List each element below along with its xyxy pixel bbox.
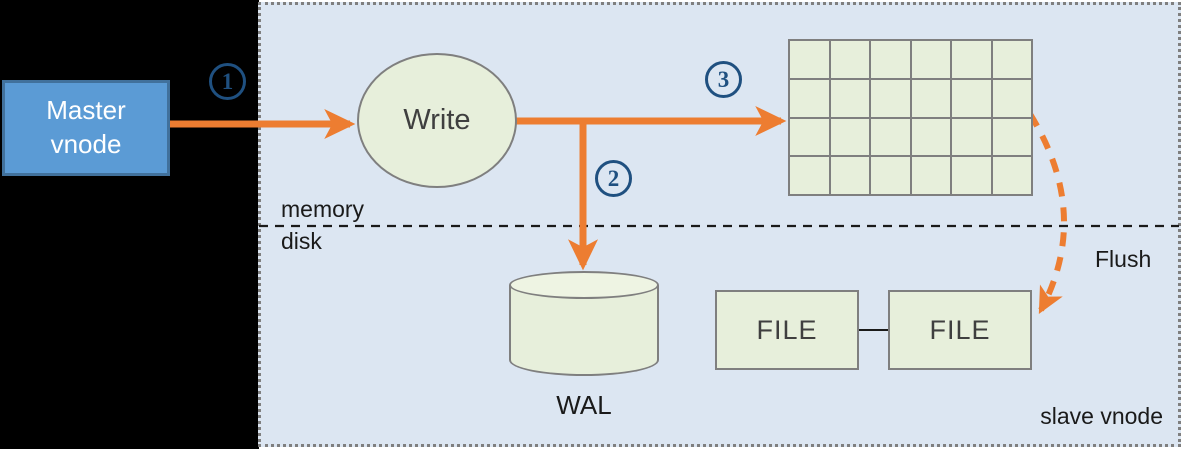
flush-label: Flush bbox=[1095, 246, 1152, 272]
mem-table-cell bbox=[871, 79, 910, 117]
mem-table-cell bbox=[992, 157, 1031, 194]
wal-cylinder-body bbox=[509, 285, 659, 376]
step-1-badge: 1 bbox=[209, 63, 246, 100]
mem-table-cell bbox=[992, 118, 1031, 156]
file-box-1-label: FILE bbox=[756, 314, 818, 345]
wal-cylinder bbox=[509, 271, 659, 376]
mem-table-cell bbox=[830, 118, 869, 156]
step-2-number: 2 bbox=[607, 165, 620, 191]
mem-table-cell bbox=[830, 79, 869, 117]
mem-table-cell bbox=[911, 41, 950, 78]
mem-table-cell bbox=[871, 41, 910, 78]
master-vnode-label: Master vnode bbox=[46, 95, 126, 159]
wal-label: WAL bbox=[556, 390, 612, 420]
wal-cylinder-top bbox=[509, 271, 659, 299]
mem-table bbox=[788, 39, 1033, 196]
write-node-label: Write bbox=[403, 104, 471, 136]
mem-table-cell bbox=[871, 118, 910, 156]
mem-table-cell bbox=[992, 41, 1031, 78]
mem-table-cell bbox=[911, 79, 950, 117]
step-3-badge: 3 bbox=[705, 61, 742, 98]
mem-table-cell bbox=[871, 157, 910, 194]
mem-table-cell bbox=[952, 79, 991, 117]
step-3-number: 3 bbox=[717, 66, 730, 92]
write-node: Write bbox=[357, 53, 517, 188]
step-2-badge: 2 bbox=[595, 160, 632, 197]
mem-table-cell bbox=[790, 118, 829, 156]
mem-table-cell bbox=[790, 79, 829, 117]
mem-table-cell bbox=[992, 79, 1031, 117]
step-1-number: 1 bbox=[221, 68, 234, 94]
mem-table-cell bbox=[952, 118, 991, 156]
file-box-2-label: FILE bbox=[929, 314, 991, 345]
disk-label: disk bbox=[281, 228, 322, 254]
slave-vnode-label: slave vnode bbox=[1040, 403, 1163, 429]
file-box-1: FILE bbox=[715, 290, 859, 370]
mem-table-cell bbox=[952, 157, 991, 194]
mem-table-cell bbox=[790, 41, 829, 78]
master-vnode-box: Master vnode bbox=[2, 80, 170, 176]
mem-table-cell bbox=[790, 157, 829, 194]
mem-table-cell bbox=[952, 41, 991, 78]
mem-table-cell bbox=[911, 157, 950, 194]
memory-label: memory bbox=[281, 196, 365, 222]
file-box-2: FILE bbox=[888, 290, 1032, 370]
mem-table-cell bbox=[830, 41, 869, 78]
mem-table-cell bbox=[911, 118, 950, 156]
mem-table-cell bbox=[830, 157, 869, 194]
